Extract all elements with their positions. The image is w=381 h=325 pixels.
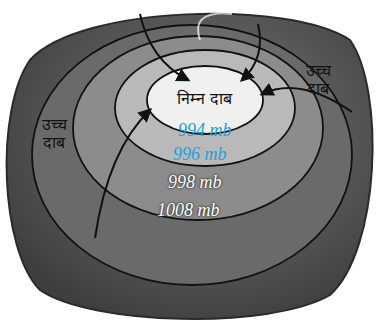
isobar-value: 1008 mb [157, 200, 220, 221]
low-pressure-label: निम्न दाब [177, 90, 232, 108]
high-pressure-label: उच्च दाब [292, 62, 344, 99]
isobar-value: 996 mb [173, 144, 227, 165]
high-pressure-label: उच्च दाब [28, 116, 80, 153]
isobar-value: 998 mb [168, 172, 222, 193]
isobar-value: 994 mb [178, 120, 232, 141]
